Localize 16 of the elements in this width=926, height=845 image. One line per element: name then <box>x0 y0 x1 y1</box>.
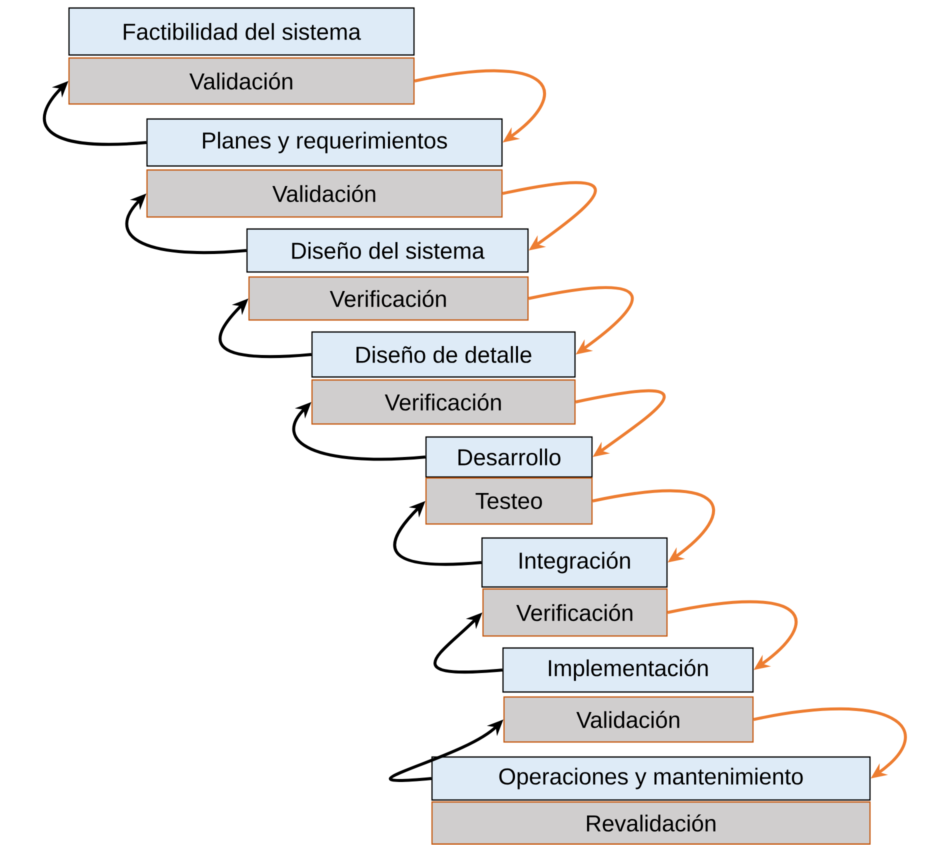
activity-box: Validación <box>146 169 503 218</box>
phase-box: Implementación <box>502 647 754 693</box>
phase-box: Desarrollo <box>425 436 593 478</box>
phase-box: Diseño del sistema <box>246 228 529 273</box>
activity-box: Validación <box>503 696 754 743</box>
phase-box: Planes y requerimientos <box>146 118 503 167</box>
activity-box: Verificación <box>311 379 576 425</box>
phase-box: Factibilidad del sistema <box>68 7 415 56</box>
activity-box: Validación <box>68 57 415 105</box>
activity-box: Verificación <box>248 276 529 321</box>
activity-box: Revalidación <box>431 801 871 845</box>
phase-box: Operaciones y mantenimiento <box>431 756 871 801</box>
activity-box: Testeo <box>425 477 593 525</box>
phase-box: Integración <box>481 537 668 588</box>
activity-box: Verificación <box>482 588 668 637</box>
phase-box: Diseño de detalle <box>311 331 576 378</box>
